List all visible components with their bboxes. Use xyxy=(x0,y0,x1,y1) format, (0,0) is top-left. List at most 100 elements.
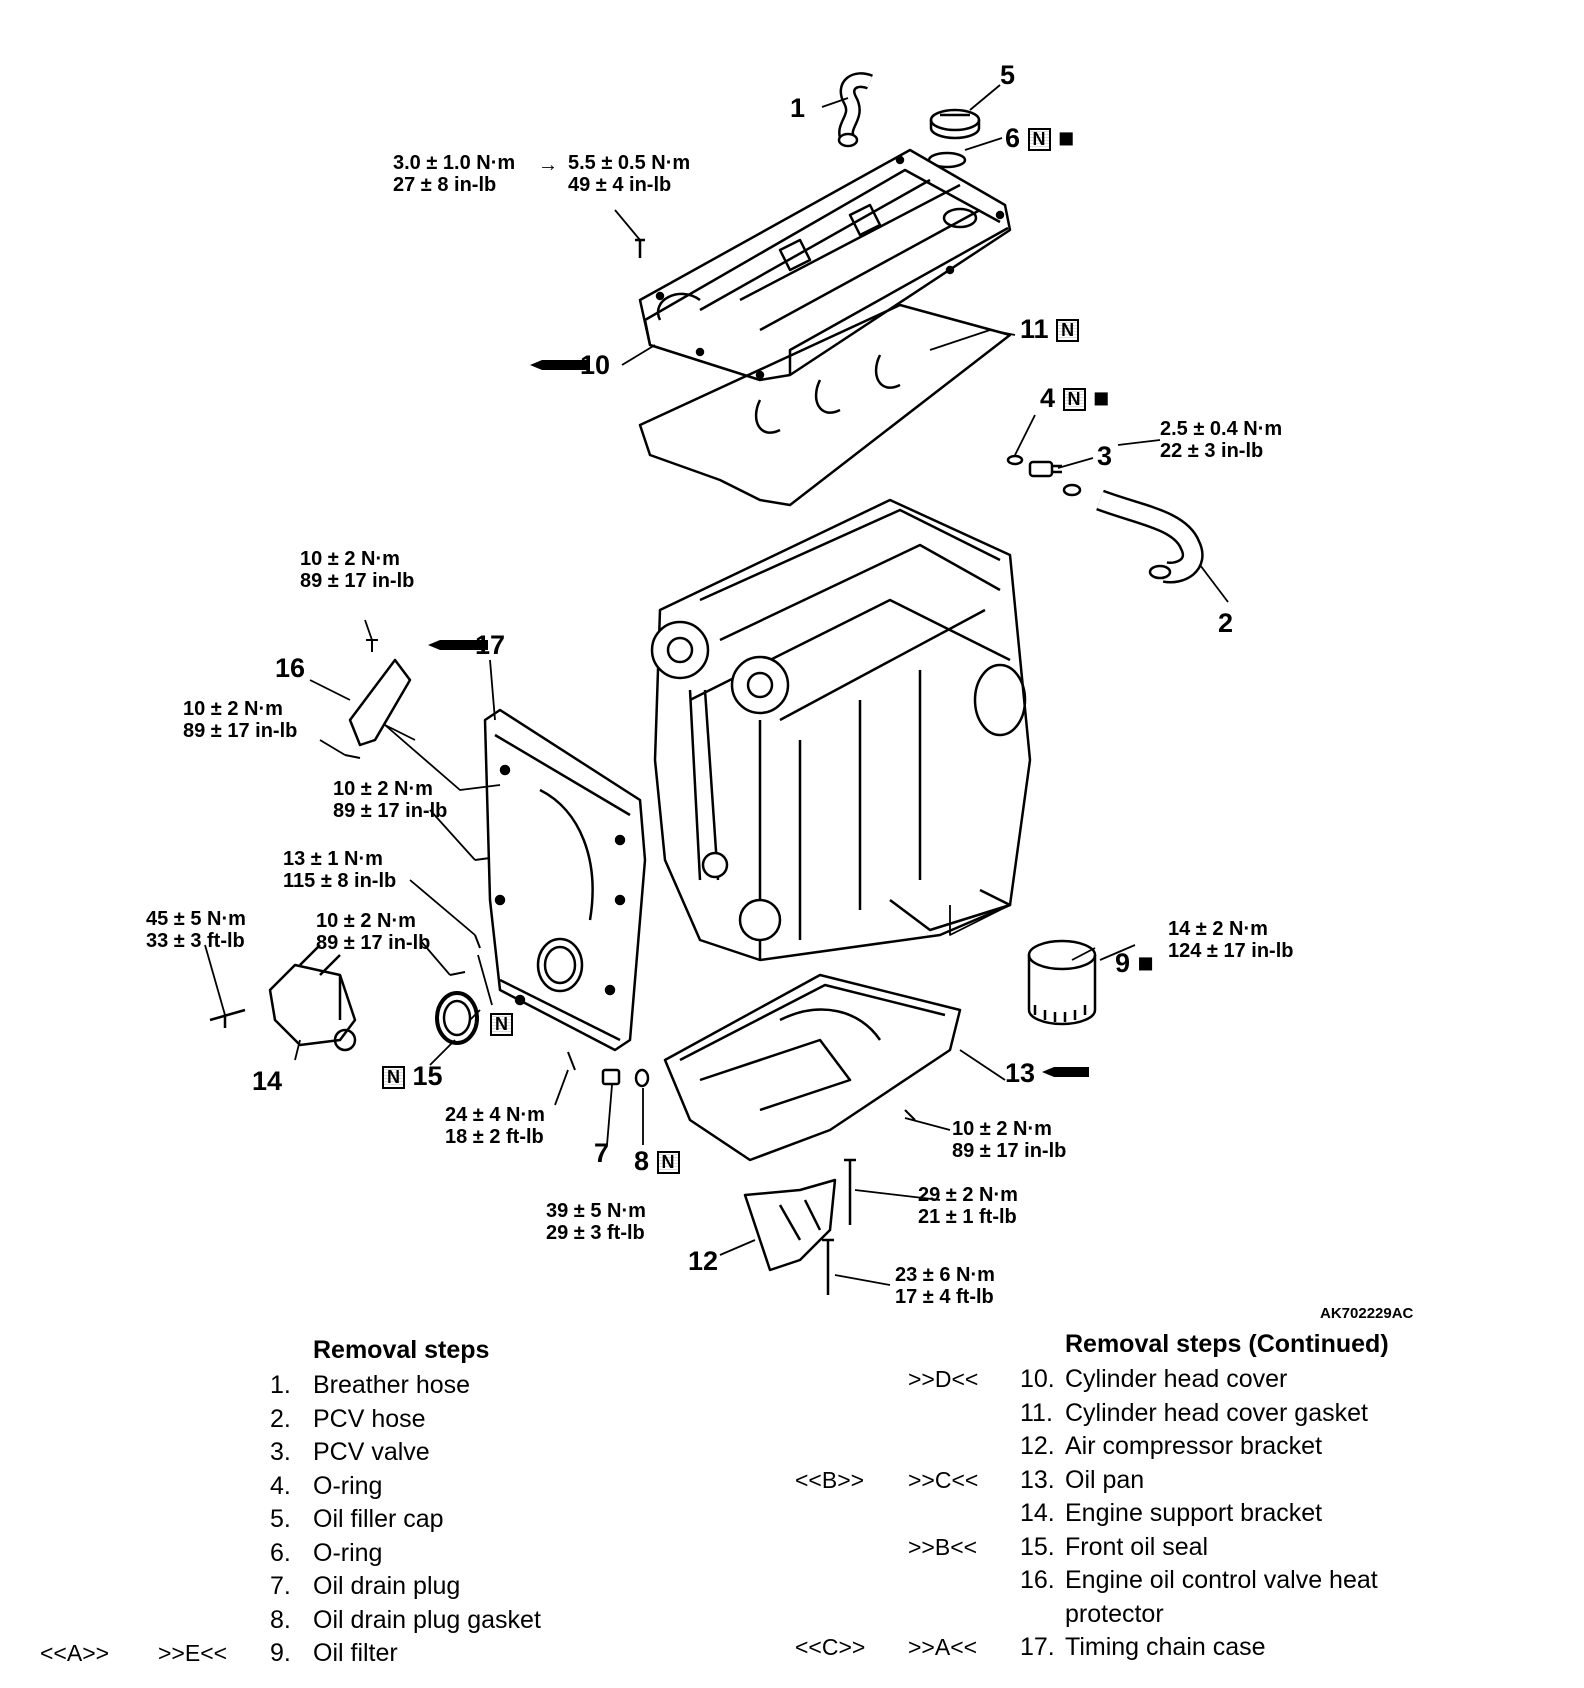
breather-hose xyxy=(837,72,873,148)
step-text: Oil drain plug xyxy=(313,1572,461,1600)
torque-imperial: 18 ± 2 ft-lb xyxy=(445,1126,544,1148)
callout-9: 9 ■ xyxy=(1115,950,1154,977)
torque-imperial: 115 ± 8 in-lb xyxy=(283,870,397,892)
step-text: protector xyxy=(1065,1599,1164,1628)
pcv-hose xyxy=(1062,483,1204,584)
service-point-mark: >>D<< xyxy=(908,1366,979,1392)
torque-oil-filter: 14 ± 2 N·m 124 ± 17 in-lb xyxy=(1168,918,1293,962)
n-replace-badge: N xyxy=(1027,128,1051,152)
callout-14: 14 xyxy=(252,1066,283,1096)
step-text: PCV hose xyxy=(313,1404,426,1433)
pcv-valve xyxy=(1028,460,1062,478)
torque-support-bracket: 45 ± 5 N·m 33 ± 3 ft-lb xyxy=(146,908,246,952)
torque-metric: 29 ± 2 N·m xyxy=(918,1184,1018,1206)
oil-apply-icon: ■ xyxy=(1058,123,1075,153)
step-number: 13. xyxy=(1020,1465,1055,1494)
oil-apply-icon: ■ xyxy=(1093,383,1110,413)
step-text: Engine oil control valve heat xyxy=(1065,1566,1378,1594)
removal-step: 6.O-ring xyxy=(40,1537,780,1571)
removal-step: >>D<<10.Cylinder head cover xyxy=(795,1363,1565,1397)
torque-metric: 13 ± 1 N·m xyxy=(283,848,383,870)
step-number: 6. xyxy=(270,1538,291,1567)
support-bolt xyxy=(209,1008,246,1028)
removal-step: 12. Air compressor bracket xyxy=(795,1430,1565,1464)
leader-lines xyxy=(204,84,1229,1286)
torque-metric: 39 ± 5 N·m xyxy=(546,1200,646,1222)
callout-17: 17 xyxy=(475,630,506,660)
oil-filter xyxy=(1027,939,1097,1026)
step-number: 12. xyxy=(1020,1432,1055,1460)
torque-metric: 14 ± 2 N·m xyxy=(1168,918,1268,940)
removal-step: protector xyxy=(795,1598,1565,1632)
removal-step: <<B>>>>C<<13.Oil pan xyxy=(795,1464,1565,1498)
torque-metric: 2.5 ± 0.4 N·m xyxy=(1160,418,1283,440)
torque-imperial: 33 ± 3 ft-lb xyxy=(146,930,245,952)
step-number: 4. xyxy=(270,1471,291,1500)
step-text: Engine support bracket xyxy=(1065,1499,1323,1527)
step-number: 9. xyxy=(270,1639,291,1667)
callout-15-number: 15 xyxy=(412,1061,443,1091)
torque-metric: 45 ± 5 N·m xyxy=(146,908,246,930)
cylinder-head-cover xyxy=(638,148,1012,382)
torque-imperial: 17 ± 4 ft-lb xyxy=(895,1286,994,1308)
callout-1: 1 xyxy=(790,93,806,123)
service-point-mark: >>B<< xyxy=(908,1533,978,1560)
bolts xyxy=(344,639,916,1121)
torque-metric: 23 ± 6 N·m xyxy=(895,1264,995,1286)
torque-imperial: 27 ± 8 in-lb xyxy=(393,174,497,196)
step-number: 11. xyxy=(1020,1398,1053,1427)
callout-n-case: N xyxy=(490,1010,513,1037)
torque-imperial: 124 ± 17 in-lb xyxy=(1168,940,1294,962)
step-text: Oil filter xyxy=(313,1639,398,1667)
callout-9-number: 9 xyxy=(1115,948,1131,978)
step-text: Air compressor bracket xyxy=(1065,1432,1323,1460)
callout-11: 11 N xyxy=(1020,316,1080,343)
step-text: Cylinder head cover xyxy=(1065,1365,1288,1393)
removal-step: 4. O-ring xyxy=(40,1470,780,1504)
removal-step: <<A>> >>E<< 9. Oil filter xyxy=(40,1637,780,1671)
callout-8: 8 N xyxy=(634,1148,680,1175)
n-replace-badge: N xyxy=(382,1066,405,1090)
torque-oil-pan: 10 ± 2 N·m 89 ± 17 in-lb xyxy=(952,1118,1066,1162)
service-point-mark: >>E<< xyxy=(158,1640,228,1666)
removal-step: >>B<<15.Front oil seal xyxy=(795,1531,1565,1565)
torque-metric: 10 ± 2 N·m xyxy=(300,548,400,570)
cover-bolt xyxy=(635,238,645,258)
removal-step: 8. Oil drain plug gasket xyxy=(40,1604,780,1638)
torque-case-c: 10 ± 2 N·m 89 ± 17 in-lb xyxy=(316,910,430,954)
n-replace-badge: N xyxy=(490,1013,513,1037)
step-number: 3. xyxy=(270,1438,291,1466)
step-text: Oil pan xyxy=(1065,1465,1145,1494)
step-number: 5. xyxy=(270,1505,291,1533)
step-text: O-ring xyxy=(313,1471,383,1500)
torque-protector-low: 10 ± 2 N·m 89 ± 17 in-lb xyxy=(183,698,297,742)
step-text: Timing chain case xyxy=(1065,1633,1266,1661)
removal-steps-right: Removal steps (Continued) >>D<<10.Cylind… xyxy=(795,1330,1565,1665)
air-compressor-bracket xyxy=(743,1178,837,1272)
pcv-o-ring xyxy=(1006,454,1024,466)
removal-step: 16.Engine oil control valve heat xyxy=(795,1564,1565,1598)
step-text: PCV valve xyxy=(313,1438,430,1466)
callout-15: N 15 xyxy=(382,1063,443,1090)
torque-pcv-valve: 2.5 ± 0.4 N·m 22 ± 3 in-lb xyxy=(1160,418,1282,462)
oil-drain-plug xyxy=(601,1068,621,1086)
front-oil-seal xyxy=(435,991,479,1045)
step-text: Oil filler cap xyxy=(313,1505,444,1533)
callout-5: 5 xyxy=(1000,60,1016,90)
torque-metric: 3.0 ± 1.0 N·m xyxy=(393,152,516,174)
torque-drain-plug: 39 ± 5 N·m 29 ± 3 ft-lb xyxy=(546,1200,646,1244)
step-number: 8. xyxy=(270,1605,291,1634)
removal-step: 2.PCV hose xyxy=(40,1403,780,1437)
n-replace-badge: N xyxy=(1062,388,1086,412)
torque-bracket-b: 23 ± 6 N·m 17 ± 4 ft-lb xyxy=(895,1264,995,1308)
removal-step: <<C>>>>A<<17.Timing chain case xyxy=(795,1631,1565,1665)
step-text: Oil drain plug gasket xyxy=(313,1605,541,1634)
torque-imperial: 89 ± 17 in-lb xyxy=(333,800,448,822)
torque-metric: 10 ± 2 N·m xyxy=(952,1118,1052,1140)
torque-metric: 10 ± 2 N·m xyxy=(316,910,416,932)
step-text: Breather hose xyxy=(313,1371,471,1399)
torque-metric: 10 ± 2 N·m xyxy=(333,778,433,800)
callout-12: 12 xyxy=(688,1246,719,1276)
service-point-mark: <<A>> xyxy=(40,1640,110,1666)
